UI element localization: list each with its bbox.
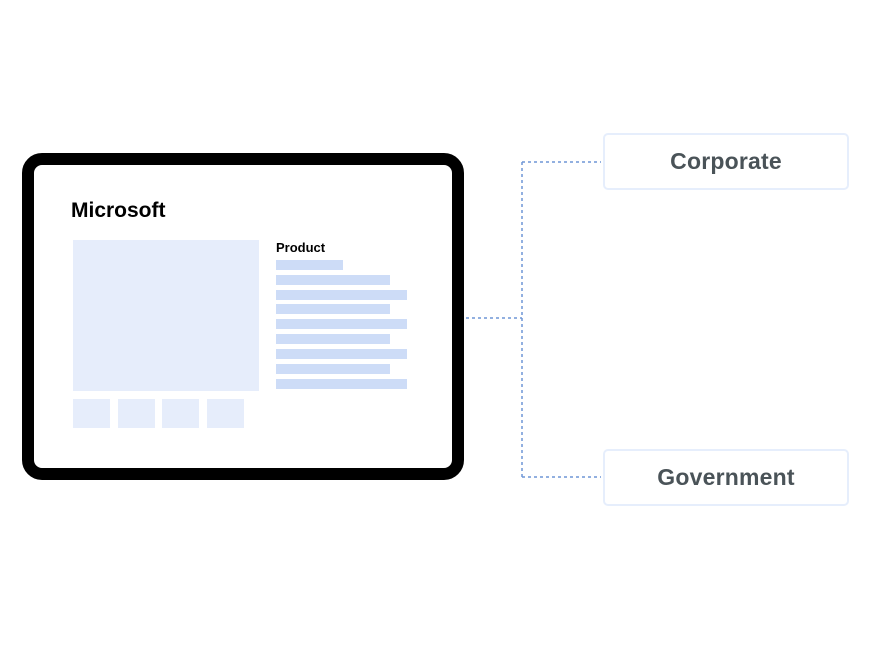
node-government: Government <box>603 449 849 506</box>
text-line-placeholder <box>276 334 390 344</box>
text-line-placeholder <box>276 275 390 285</box>
product-image-placeholder <box>73 240 259 391</box>
text-line-placeholder <box>276 379 407 389</box>
text-line-placeholder <box>276 260 343 270</box>
text-line-placeholder <box>276 290 407 300</box>
thumbnail-placeholder <box>162 399 199 428</box>
brand-name: Microsoft <box>71 199 166 222</box>
text-line-placeholder <box>276 319 407 329</box>
thumbnail-placeholder <box>207 399 244 428</box>
text-line-placeholder <box>276 304 390 314</box>
text-line-placeholder <box>276 364 390 374</box>
text-line-placeholder <box>276 349 407 359</box>
node-corporate: Corporate <box>603 133 849 190</box>
thumbnail-placeholder <box>73 399 110 428</box>
thumbnail-placeholder <box>118 399 155 428</box>
product-title: Product <box>276 240 326 255</box>
